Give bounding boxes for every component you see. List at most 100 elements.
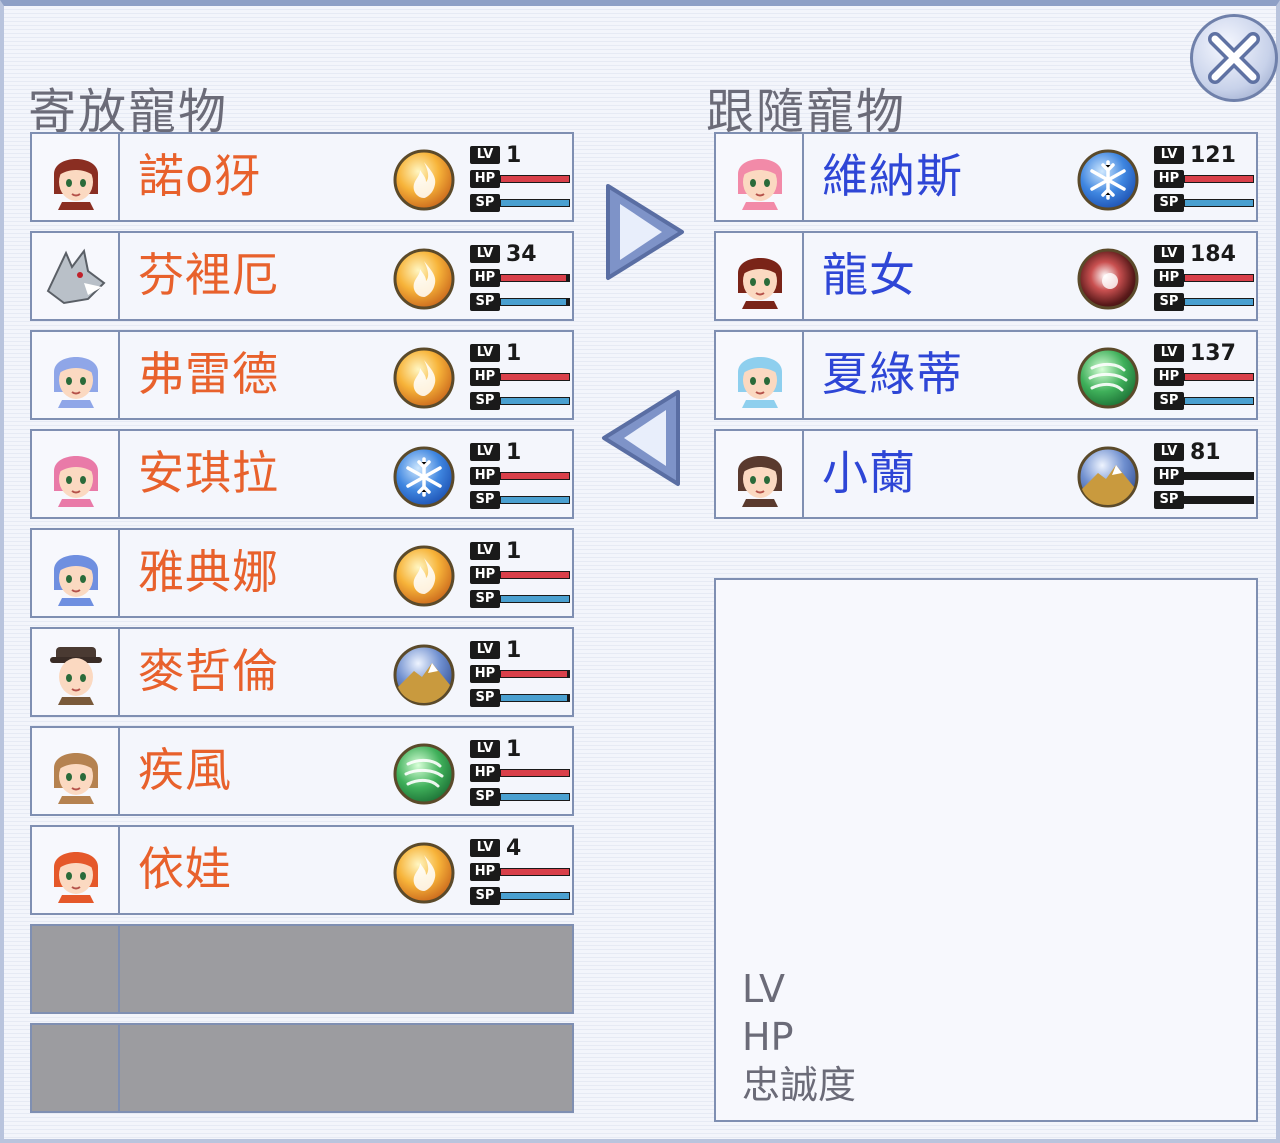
hp-bar-fill [501,275,566,281]
pet-info-panel: LV HP 忠誠度 [714,578,1258,1122]
info-lv-label: LV [742,967,785,1011]
wind-icon [1076,346,1140,410]
pet-name: 疾風 [138,743,232,797]
hp-bar-fill [1185,176,1253,182]
hp-tag: HP [470,467,500,485]
pet-name: 安琪拉 [138,446,279,500]
lv-tag: LV [470,542,500,560]
move-to-storage-button[interactable] [598,384,688,496]
sp-bar [500,793,570,801]
arrow-left-icon [602,390,680,486]
lv-tag: LV [470,740,500,758]
lv-tag: LV [1154,344,1184,362]
pet-name: 麥哲倫 [138,644,279,698]
sp-bar [1184,496,1254,504]
sp-tag: SP [1154,491,1184,509]
pet-name: 龍女 [822,248,916,302]
sp-tag: SP [470,689,500,707]
hp-bar [1184,373,1254,381]
sp-bar-fill [501,893,569,899]
pet-level: 1 [506,539,522,564]
hp-bar-fill [1185,275,1253,281]
hp-tag: HP [1154,467,1184,485]
sp-bar-fill [501,497,569,503]
sp-bar-fill [501,200,569,206]
earth-icon [1076,445,1140,509]
sp-bar [500,397,570,405]
hp-bar [500,769,570,777]
pet-level: 34 [506,242,537,267]
pet-portrait [32,332,120,418]
hp-tag: HP [470,566,500,584]
sp-bar [500,199,570,207]
hp-bar-fill [501,869,569,875]
move-to-following-button[interactable] [598,178,688,290]
sp-bar-fill [501,794,569,800]
sp-tag: SP [470,590,500,608]
empty-pet-slot[interactable] [30,924,574,1014]
pet-level: 4 [506,836,522,861]
hp-bar-fill [1185,374,1253,380]
wind-icon [392,742,456,806]
sp-bar-fill [1185,398,1253,404]
pet-level: 81 [1190,440,1221,465]
hp-bar [500,274,570,282]
pet-level: 1 [506,440,522,465]
empty-portrait [32,926,120,1012]
sp-tag: SP [1154,392,1184,410]
pet-portrait [716,332,804,418]
lv-tag: LV [470,146,500,164]
lv-tag: LV [470,344,500,362]
hp-tag: HP [470,665,500,683]
close-button[interactable] [1190,14,1278,102]
pet-level: 1 [506,143,522,168]
sp-bar [1184,298,1254,306]
pet-portrait [32,629,120,715]
sp-tag: SP [470,194,500,212]
lv-tag: LV [1154,146,1184,164]
sp-tag: SP [1154,194,1184,212]
pet-name: 弗雷德 [138,347,279,401]
arrow-right-icon [606,184,684,280]
pet-portrait [32,530,120,616]
fire-icon [392,544,456,608]
hp-bar [1184,472,1254,480]
sp-bar [1184,199,1254,207]
hp-bar [1184,175,1254,183]
empty-pet-slot[interactable] [30,1023,574,1113]
hp-tag: HP [470,170,500,188]
sp-bar [500,595,570,603]
pet-portrait [716,233,804,319]
hp-bar-fill [501,473,569,479]
lv-tag: LV [470,839,500,857]
hp-tag: HP [470,269,500,287]
lv-tag: LV [470,443,500,461]
hp-bar-fill [501,176,569,182]
pet-portrait [32,233,120,319]
following-pets-title: 跟隨寵物 [706,84,907,140]
lv-tag: LV [470,245,500,263]
lv-tag: LV [1154,443,1184,461]
hp-bar-fill [501,374,569,380]
sp-tag: SP [470,491,500,509]
